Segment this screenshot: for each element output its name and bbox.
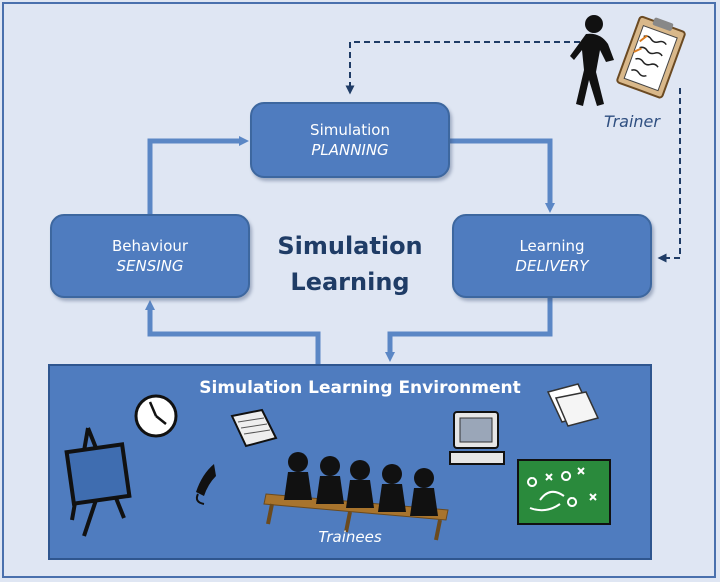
arrow-planning-to-delivery	[450, 138, 555, 213]
delivery-sublabel: DELIVERY	[515, 257, 589, 275]
center-title: Simulation Learning	[255, 228, 445, 300]
arrow-sensing-to-planning	[147, 136, 249, 214]
chalkboard-icon	[517, 459, 611, 525]
clock-icon	[134, 394, 178, 438]
sensing-box: Behaviour SENSING	[50, 214, 250, 298]
documents-icon	[546, 383, 600, 427]
center-title-line2: Learning	[290, 268, 410, 296]
computer-icon	[449, 411, 505, 465]
dashed-trainer-to-planning	[345, 41, 590, 95]
delivery-label: Learning	[519, 237, 585, 255]
delivery-box: Learning DELIVERY	[452, 214, 652, 298]
sensing-sublabel: SENSING	[116, 257, 184, 275]
planning-label: Simulation	[310, 121, 390, 139]
book-icon	[230, 408, 278, 448]
arrow-environment-to-sensing	[145, 300, 321, 364]
arrow-delivery-to-environment	[385, 298, 553, 362]
environment-title: Simulation Learning Environment	[199, 378, 521, 398]
trainees-caption: Trainees	[318, 528, 382, 546]
center-title-line1: Simulation	[277, 232, 423, 260]
planning-sublabel: PLANNING	[311, 141, 389, 159]
sensing-label: Behaviour	[111, 237, 189, 255]
trainees-group-icon	[263, 452, 449, 541]
dashed-trainer-to-delivery	[657, 88, 681, 263]
easel-icon	[64, 427, 132, 537]
trainer-figure-icon	[570, 15, 614, 106]
planning-box: Simulation PLANNING	[250, 102, 450, 178]
trainer-label: Trainer	[604, 112, 660, 131]
clipboard-icon	[616, 15, 686, 99]
telephone-icon	[195, 464, 216, 505]
